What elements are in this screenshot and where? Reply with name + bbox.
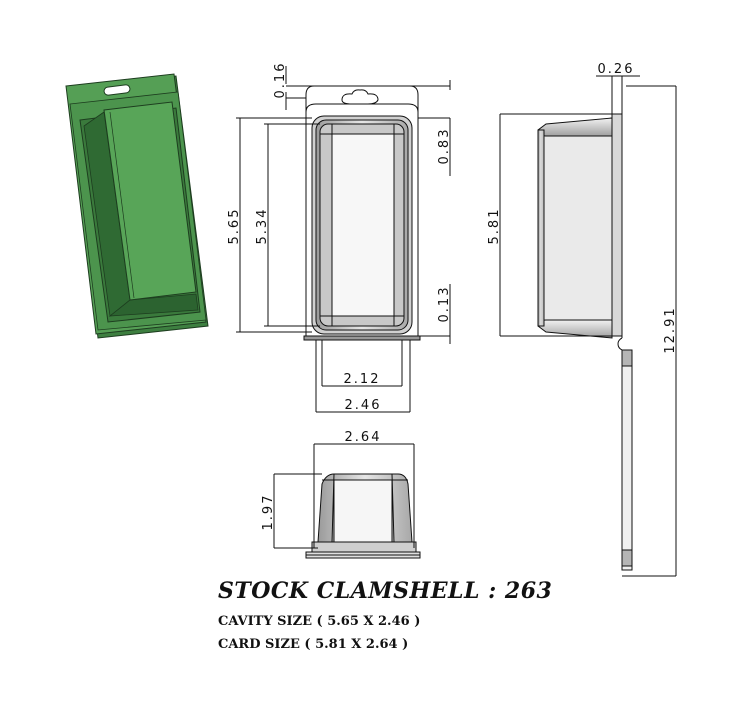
- dim-inner-length: 5.34: [255, 208, 270, 245]
- dim-cavity-length: 5.65: [227, 208, 242, 245]
- product-title: STOCK CLAMSHELL : 263: [218, 578, 553, 604]
- dim-flange-thickness: 0.26: [598, 62, 635, 77]
- dim-card-width: 2.64: [345, 430, 382, 445]
- card-size-label: CARD SIZE ( 5.81 X 2.64 ): [218, 637, 409, 652]
- dim-card-height: 5.81: [487, 208, 502, 245]
- dim-inner-width: 2.12: [344, 372, 381, 387]
- dim-depth: 1.97: [261, 494, 276, 531]
- front-view: [236, 66, 451, 413]
- side-view: [499, 75, 677, 577]
- dim-cavity-width: 2.46: [345, 398, 382, 413]
- dim-bottom-flange: 0.13: [437, 286, 452, 323]
- dim-overall-height: 12.91: [663, 306, 678, 353]
- bottom-view: [273, 443, 421, 559]
- isometric-view: [65, 73, 209, 339]
- dim-top-flange: 0.83: [437, 128, 452, 165]
- dim-top-offset: 0.16: [273, 62, 288, 99]
- cavity-size-label: CAVITY SIZE ( 5.65 X 2.46 ): [218, 614, 421, 629]
